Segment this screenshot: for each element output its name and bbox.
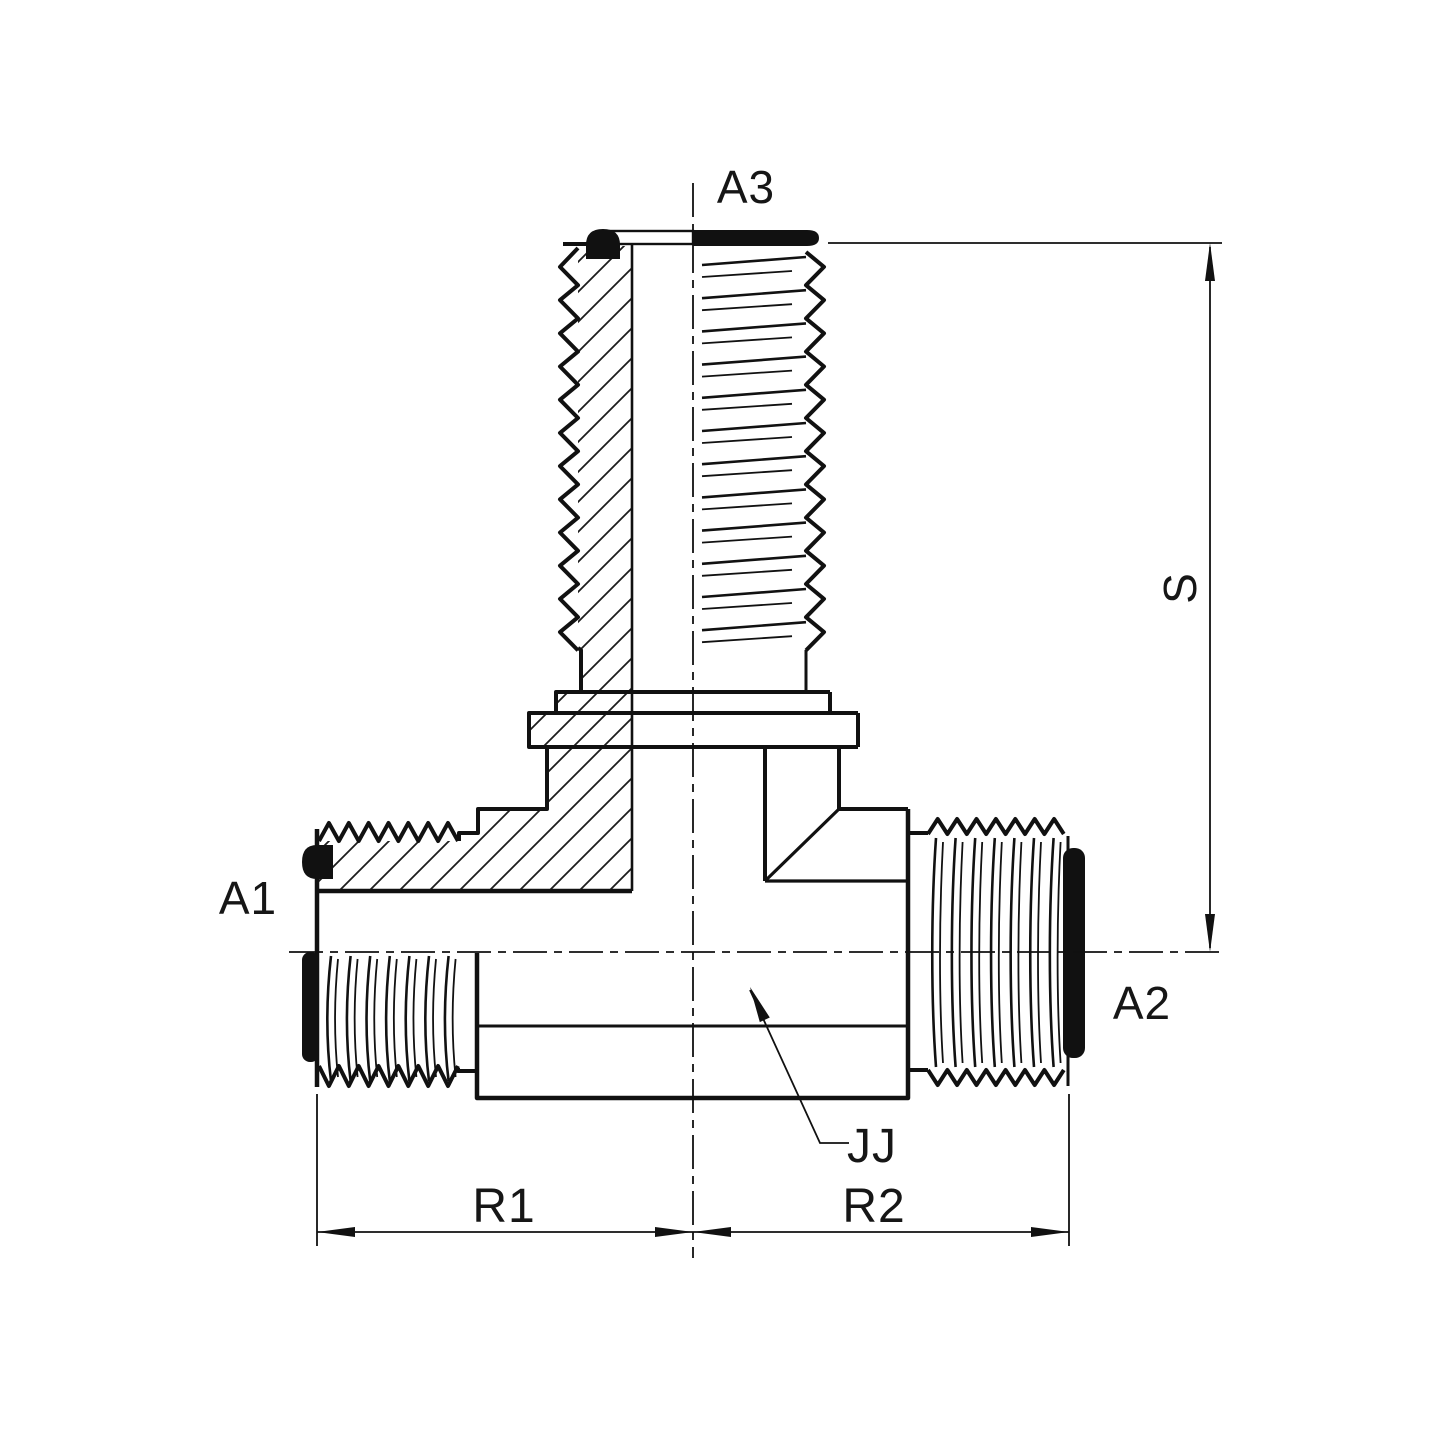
top-port-oring-section — [586, 229, 620, 259]
top-port-threads — [558, 246, 826, 652]
section-hatch — [318, 246, 632, 891]
top-port-oring-front — [693, 230, 819, 246]
left-port-oring-section — [302, 845, 333, 879]
labels: A3 A1 A2 S R1 R2 JJ — [219, 161, 1206, 1233]
left-port-threads — [317, 821, 460, 1088]
o-ring-seals — [302, 229, 1085, 1062]
label-r2: R2 — [842, 1180, 905, 1233]
label-jj: JJ — [847, 1120, 897, 1173]
jj-leader-line — [749, 989, 849, 1144]
top-face — [563, 229, 695, 246]
dimensions — [316, 242, 1222, 1246]
label-a2: A2 — [1113, 977, 1171, 1029]
centerlines — [289, 183, 1222, 1258]
label-a3: A3 — [717, 161, 775, 213]
right-port-oring-front — [1063, 848, 1085, 1058]
right-port-threads — [926, 817, 1066, 1087]
chamfer-edge — [763, 807, 841, 883]
label-r1: R1 — [472, 1180, 535, 1233]
label-s: S — [1154, 572, 1206, 604]
label-a1: A1 — [219, 872, 277, 924]
left-port-oring-front — [302, 952, 319, 1062]
